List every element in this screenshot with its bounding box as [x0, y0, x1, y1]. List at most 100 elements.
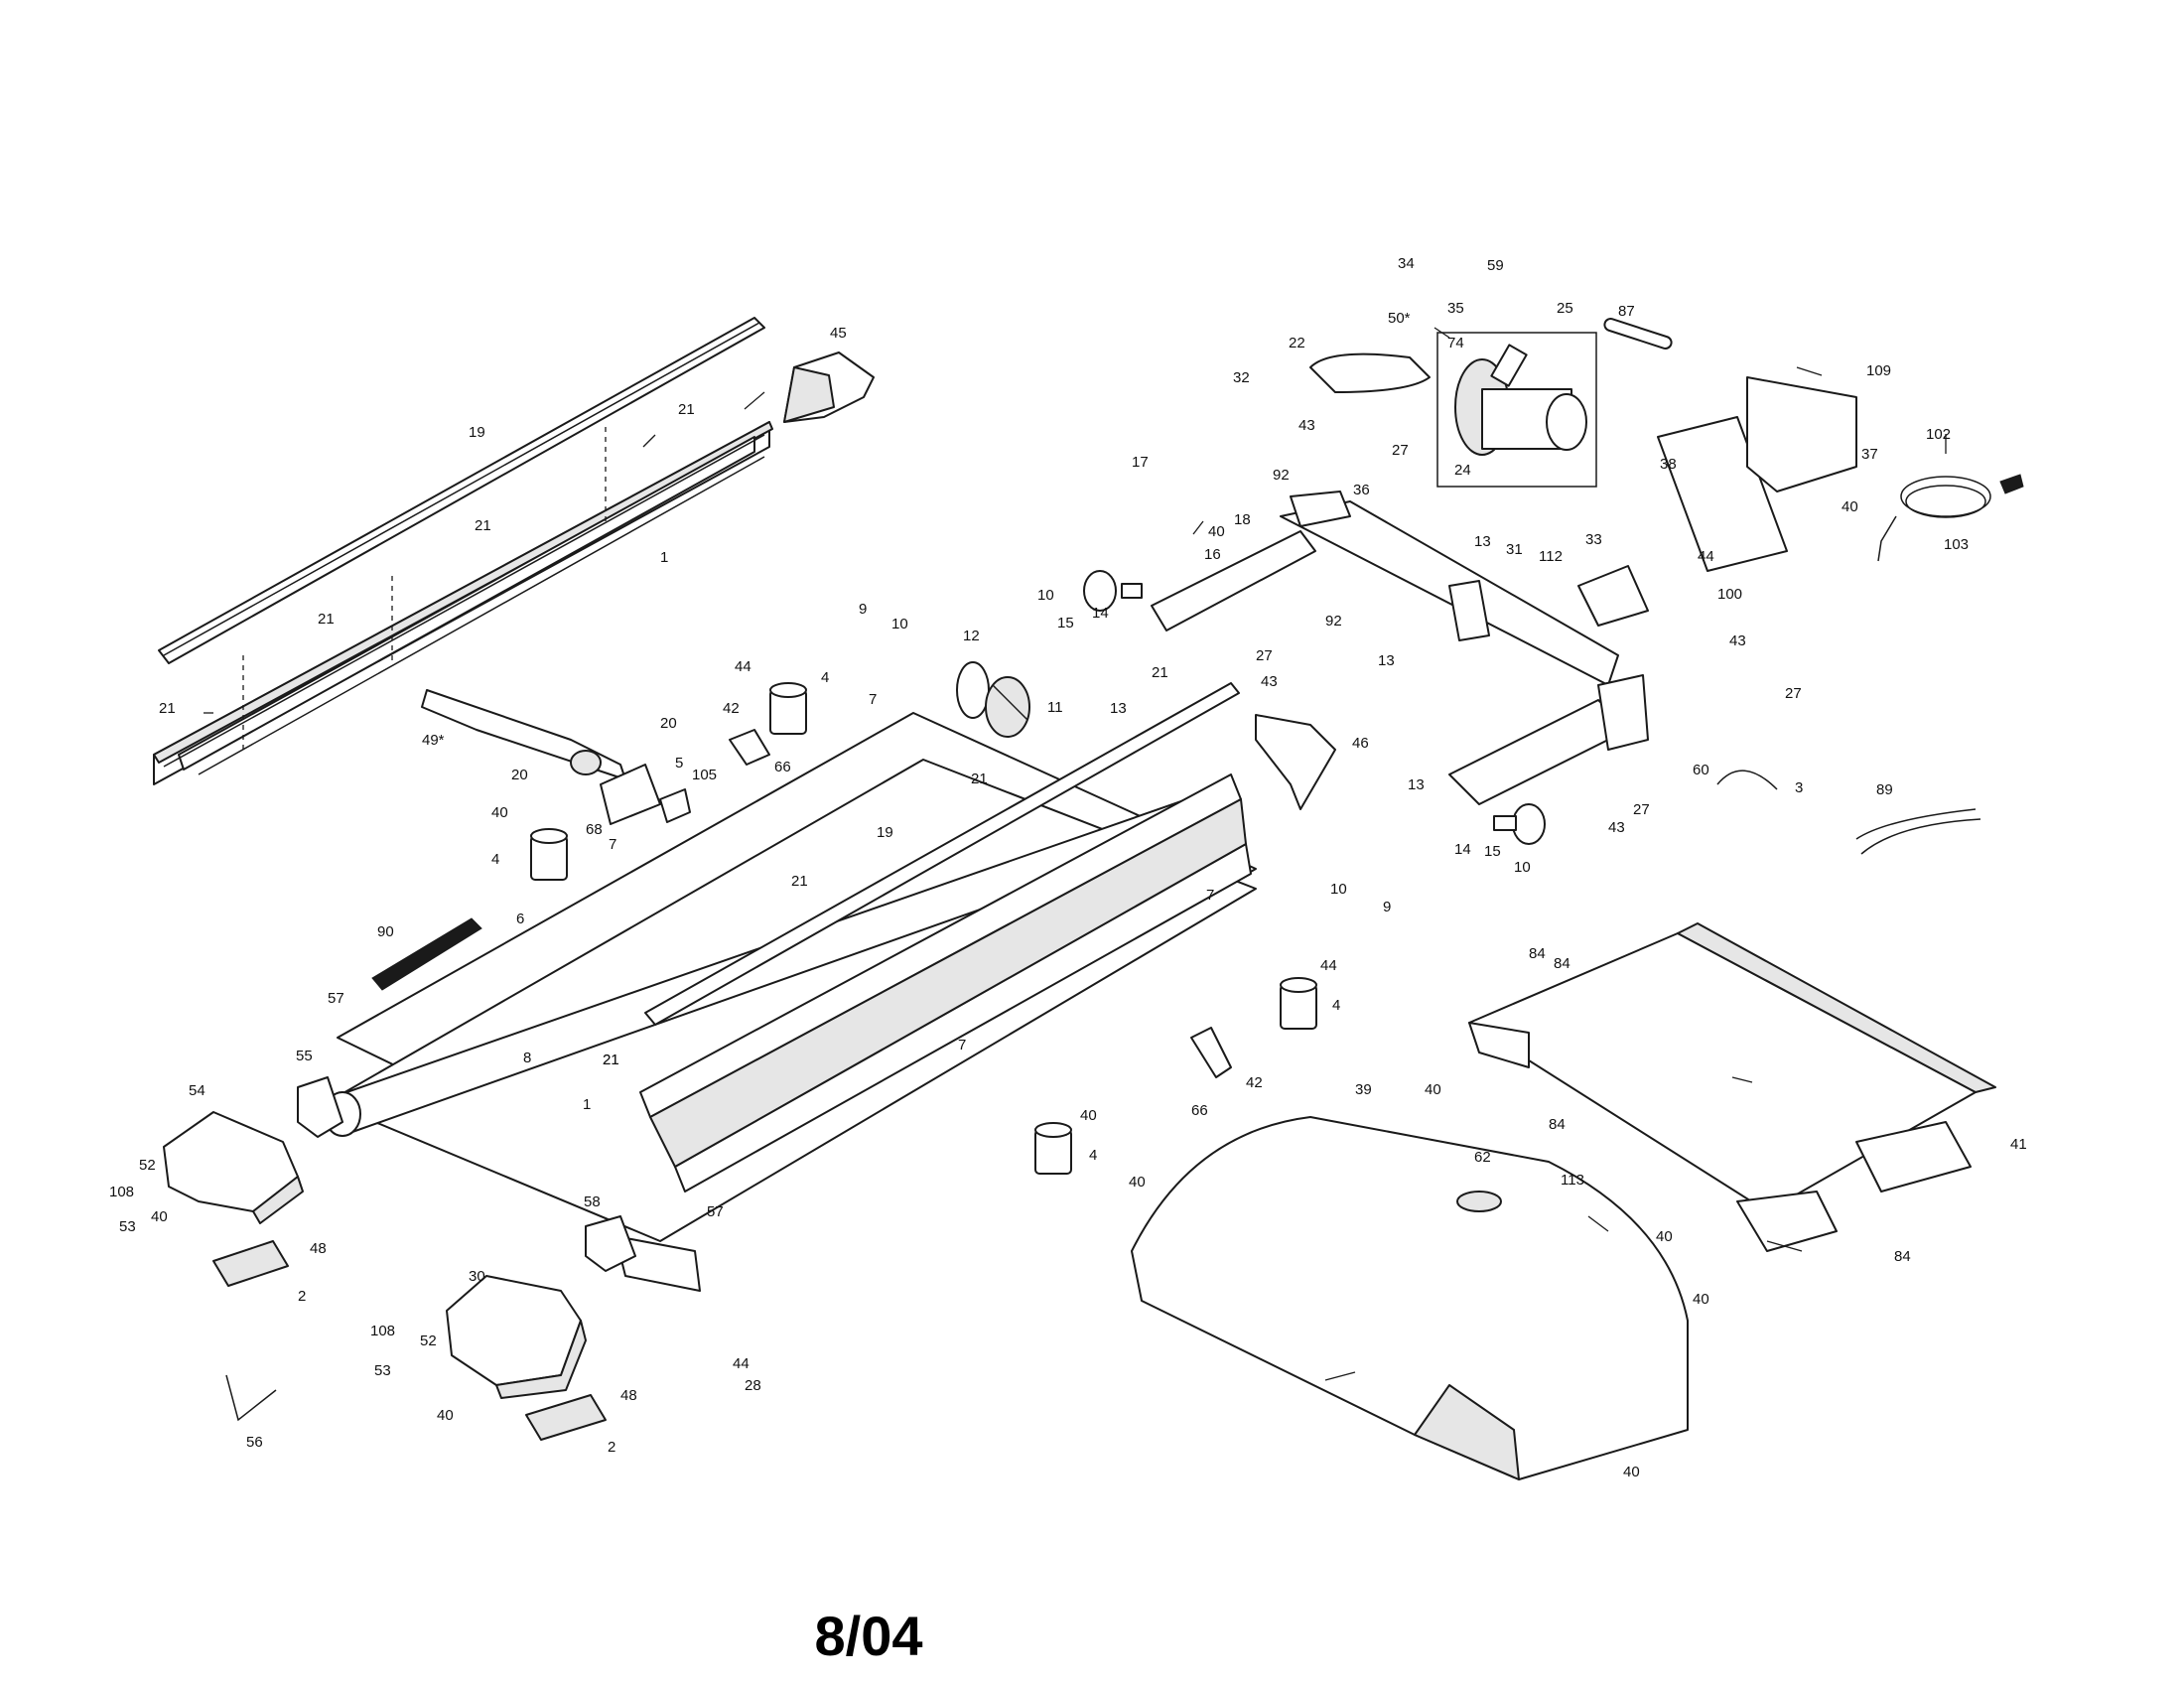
callout-48-b: 48 [620, 1387, 637, 1404]
controller-plate-38 [1657, 416, 1788, 572]
callout-84-a: 84 [1529, 945, 1546, 962]
leveling-foot-48-right [525, 1394, 607, 1441]
side-rail-lower [639, 773, 1252, 1193]
callout-10-d: 10 [1514, 859, 1531, 876]
callout-68: 68 [586, 821, 603, 838]
callout-66-a: 66 [774, 759, 791, 775]
callout-15-a: 15 [1057, 615, 1074, 632]
callout-19-upper: 19 [469, 424, 485, 441]
callout-27-a: 27 [1256, 647, 1273, 664]
callout-84-d: 84 [1554, 955, 1570, 972]
callout-7-a: 7 [609, 836, 616, 853]
end-cap-left-54 [163, 1111, 304, 1224]
callout-4-c: 4 [1332, 997, 1340, 1014]
callout-42-a: 42 [723, 700, 740, 717]
callout-17: 17 [1132, 454, 1149, 471]
callout-3: 3 [1795, 779, 1803, 796]
callout-2-a: 2 [298, 1288, 306, 1305]
end-cap-right-30 [446, 1275, 587, 1399]
wheel-15-lower [1493, 803, 1546, 845]
callout-54: 54 [189, 1082, 205, 1099]
isolator-4d [1034, 1122, 1072, 1175]
callout-21-h: 21 [603, 1052, 619, 1068]
callout-13-c: 13 [1378, 652, 1395, 669]
non-slip-strip-90 [371, 917, 482, 991]
bracket-58 [585, 1215, 636, 1272]
callout-44-a: 44 [735, 658, 751, 675]
bracket-42-lower [1190, 1027, 1232, 1078]
callout-8: 8 [523, 1050, 531, 1066]
callout-48-a: 48 [310, 1240, 327, 1257]
callout-84-c: 84 [1894, 1248, 1911, 1265]
callout-27-d: 27 [1633, 801, 1650, 818]
main-frame-18 [1151, 491, 1649, 805]
callout-1-lower: 1 [583, 1096, 591, 1113]
callout-40-h: 40 [1129, 1174, 1146, 1191]
callout-33: 33 [1585, 531, 1602, 548]
drive-belt-22 [1309, 352, 1431, 393]
callout-100: 100 [1717, 586, 1742, 603]
callout-57-b: 57 [707, 1203, 724, 1220]
callout-21-g: 21 [791, 873, 808, 890]
callout-60: 60 [1693, 762, 1709, 778]
callout-52-a: 52 [139, 1157, 156, 1174]
callout-42-b: 42 [1246, 1074, 1263, 1091]
callout-5: 5 [675, 755, 683, 772]
callout-7-d: 7 [1206, 887, 1214, 904]
motor-pulley-74 [1490, 344, 1528, 387]
callout-24: 24 [1454, 462, 1471, 479]
belt-guard-46 [1255, 714, 1336, 810]
callout-53-b: 53 [374, 1362, 391, 1379]
callout-87: 87 [1618, 303, 1635, 320]
callout-38: 38 [1660, 456, 1677, 473]
callout-10-c: 10 [1330, 881, 1347, 898]
callout-21-b: 21 [475, 517, 491, 534]
callout-43-a: 43 [1261, 673, 1278, 690]
callout-109: 109 [1866, 362, 1891, 379]
callout-43-c: 43 [1729, 632, 1746, 649]
callout-43-b: 43 [1298, 417, 1315, 434]
allen-wrench-56 [225, 1374, 277, 1422]
callout-27-b: 27 [1392, 442, 1409, 459]
callout-89: 89 [1876, 781, 1893, 798]
rail-cap-upper [158, 317, 765, 664]
callout-21-e: 21 [1152, 664, 1168, 681]
wire-harness-89 [1855, 808, 1981, 855]
callout-14-a: 14 [1092, 605, 1109, 622]
callout-4-a: 4 [821, 669, 829, 686]
callout-14-b: 14 [1454, 841, 1471, 858]
callout-92-a: 92 [1273, 467, 1290, 484]
callout-58: 58 [584, 1193, 601, 1210]
callout-25: 25 [1557, 300, 1573, 317]
callout-30: 30 [469, 1268, 485, 1285]
callout-35: 35 [1447, 300, 1464, 317]
callout-44-c: 44 [1320, 957, 1337, 974]
base-frame-41 [1468, 922, 1996, 1252]
callout-44-d: 44 [733, 1355, 750, 1372]
callout-103: 103 [1944, 536, 1969, 553]
wire-3 [1716, 770, 1778, 790]
callout-40-g: 40 [1425, 1081, 1441, 1098]
callout-1-upper: 1 [660, 549, 668, 566]
isolator-4a [769, 682, 807, 735]
callout-31: 31 [1506, 541, 1523, 558]
isolator-4c [1280, 977, 1317, 1030]
callout-28: 28 [745, 1377, 761, 1394]
callout-13-b: 13 [1474, 533, 1491, 550]
callout-40-e: 40 [1208, 523, 1225, 540]
callout-45: 45 [830, 325, 847, 342]
callout-40-f: 40 [1842, 498, 1858, 515]
callout-40-c: 40 [437, 1407, 454, 1424]
callout-34: 34 [1398, 255, 1415, 272]
callout-74: 74 [1447, 335, 1464, 351]
callout-108-b: 108 [370, 1323, 395, 1339]
callout-2-b: 2 [608, 1439, 615, 1456]
callout-37: 37 [1861, 446, 1878, 463]
belt-guide-5 [659, 788, 691, 823]
callout-11: 11 [1047, 699, 1063, 716]
power-cord-102 [1877, 474, 2024, 562]
callout-21-i: 21 [603, 1052, 619, 1068]
controller-board-37 [1746, 376, 1857, 492]
callout-105: 105 [692, 767, 717, 783]
